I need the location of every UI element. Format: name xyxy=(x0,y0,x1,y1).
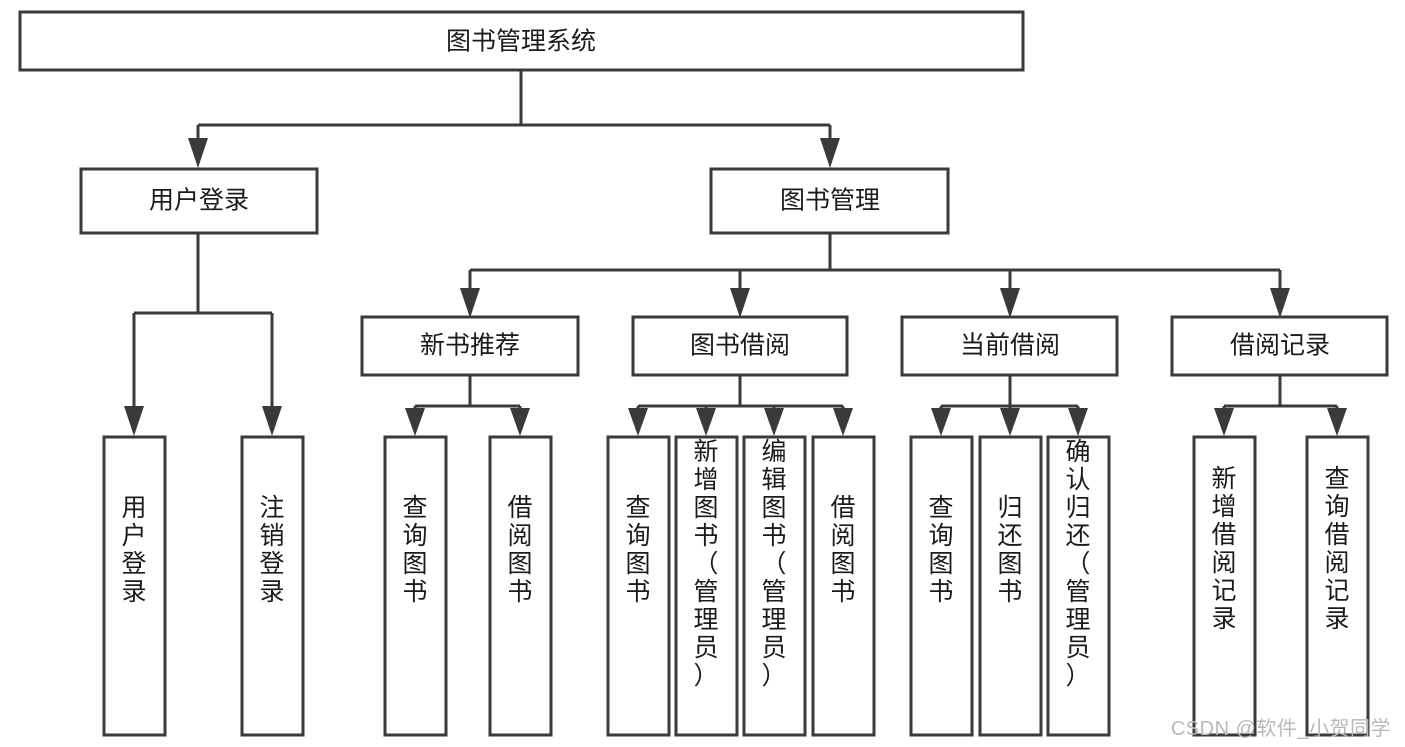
node-leaf-add-record-label: 新增借阅记录 xyxy=(1211,465,1236,633)
arrow-head-leaf-logout xyxy=(262,406,282,436)
arrow-head-borrow-record xyxy=(1270,288,1290,318)
arrow-head-leaf-user-login xyxy=(124,406,144,436)
arrow-head-leaf-query-book-1 xyxy=(405,408,425,436)
connector-group-user-login xyxy=(124,233,282,436)
arrow-head-leaf-query-book-2 xyxy=(628,408,648,436)
connector-group-new-book-recommend xyxy=(405,375,530,436)
node-book-borrow[interactable]: 图书借阅 xyxy=(631,315,849,377)
node-leaf-add-book[interactable]: 新增图书（管理员） xyxy=(674,435,739,737)
node-leaf-query-record[interactable]: 查询借阅记录 xyxy=(1305,435,1370,737)
node-borrow-record-box[interactable] xyxy=(1170,315,1389,377)
node-leaf-query-book-1-box[interactable] xyxy=(383,435,448,737)
connector-group-book-manage xyxy=(460,233,1290,318)
node-new-book-recommend-box[interactable] xyxy=(360,315,580,377)
arrow-head-book-manage xyxy=(820,138,840,168)
node-current-borrow-box[interactable] xyxy=(900,315,1119,377)
arrow-head-leaf-confirm-return xyxy=(1068,408,1088,436)
node-current-borrow[interactable]: 当前借阅 xyxy=(900,315,1119,377)
arrow-head-user-login xyxy=(188,138,208,168)
node-leaf-query-record-box[interactable] xyxy=(1305,435,1370,737)
node-user-login-label: 用户登录 xyxy=(149,187,249,215)
node-new-book-recommend[interactable]: 新书推荐 xyxy=(360,315,580,377)
node-leaf-logout-label: 注销登录 xyxy=(259,494,284,606)
node-leaf-borrow-book-1-label: 借阅图书 xyxy=(507,494,532,606)
node-leaf-borrow-book-2-box[interactable] xyxy=(811,435,876,737)
node-borrow-record-label: 借阅记录 xyxy=(1230,332,1330,360)
arrow-head-leaf-borrow-book-2 xyxy=(833,408,853,436)
node-book-manage-box[interactable] xyxy=(709,167,950,235)
node-leaf-query-book-3-label: 查询图书 xyxy=(928,494,953,606)
node-leaf-user-login-box[interactable] xyxy=(102,435,167,737)
node-leaf-add-book-label: 新增图书（管理员） xyxy=(693,438,718,690)
node-book-manage[interactable]: 图书管理 xyxy=(709,167,950,235)
node-leaf-add-record[interactable]: 新增借阅记录 xyxy=(1192,435,1257,737)
arrow-head-book-borrow xyxy=(730,288,750,318)
node-leaf-query-record-label: 查询借阅记录 xyxy=(1324,465,1349,633)
arrow-head-leaf-return-book xyxy=(1000,408,1020,436)
node-leaf-logout-box[interactable] xyxy=(240,435,305,737)
node-book-manage-label: 图书管理 xyxy=(780,187,880,215)
node-root-label: 图书管理系统 xyxy=(446,28,596,56)
node-leaf-return-book-box[interactable] xyxy=(978,435,1043,737)
node-leaf-query-book-2[interactable]: 查询图书 xyxy=(606,435,671,737)
node-leaf-query-book-1-label: 查询图书 xyxy=(402,494,427,606)
node-leaf-borrow-book-2[interactable]: 借阅图书 xyxy=(811,435,876,737)
node-root-box[interactable] xyxy=(18,10,1025,72)
node-leaf-query-book-3[interactable]: 查询图书 xyxy=(909,435,974,737)
node-borrow-record[interactable]: 借阅记录 xyxy=(1170,315,1389,377)
node-leaf-edit-book-box[interactable] xyxy=(742,435,807,737)
node-leaf-query-book-2-label: 查询图书 xyxy=(625,494,650,606)
node-current-borrow-label: 当前借阅 xyxy=(960,332,1060,360)
connector-group-book-borrow xyxy=(628,375,853,436)
node-new-book-recommend-label: 新书推荐 xyxy=(420,332,520,360)
node-leaf-query-book-3-box[interactable] xyxy=(909,435,974,737)
node-leaf-confirm-return-label: 确认归还（管理员） xyxy=(1065,438,1090,690)
node-leaf-return-book-label: 归还图书 xyxy=(997,494,1022,606)
node-leaf-query-book-2-box[interactable] xyxy=(606,435,671,737)
arrow-head-new-book-recommend xyxy=(460,288,480,318)
arrow-head-leaf-query-record xyxy=(1327,408,1347,436)
node-leaf-borrow-book-1-box[interactable] xyxy=(488,435,553,737)
arrow-head-leaf-borrow-book-1 xyxy=(510,408,530,436)
arrow-head-leaf-query-book-3 xyxy=(931,408,951,436)
node-user-login[interactable]: 用户登录 xyxy=(79,167,319,235)
node-leaf-return-book[interactable]: 归还图书 xyxy=(978,435,1043,737)
arrow-head-leaf-add-record xyxy=(1214,408,1234,436)
connector-group-borrow-record xyxy=(1214,375,1347,436)
arrow-head-leaf-edit-book xyxy=(764,408,784,436)
node-root[interactable]: 图书管理系统 xyxy=(18,10,1025,72)
arrow-head-leaf-add-book xyxy=(696,408,716,436)
node-leaf-borrow-book-2-label: 借阅图书 xyxy=(830,494,855,606)
node-leaf-add-book-box[interactable] xyxy=(674,435,739,737)
node-leaf-edit-book[interactable]: 编辑图书（管理员） xyxy=(742,435,807,737)
node-leaf-add-record-box[interactable] xyxy=(1192,435,1257,737)
node-book-borrow-box[interactable] xyxy=(631,315,849,377)
node-leaf-borrow-book-1[interactable]: 借阅图书 xyxy=(488,435,553,737)
node-leaf-logout[interactable]: 注销登录 xyxy=(240,435,305,737)
arrow-head-current-borrow xyxy=(1000,288,1020,318)
node-user-login-box[interactable] xyxy=(79,167,319,235)
connector-group-root xyxy=(188,70,840,168)
node-book-borrow-label: 图书借阅 xyxy=(690,332,790,360)
node-leaf-query-book-1[interactable]: 查询图书 xyxy=(383,435,448,737)
node-leaf-edit-book-label: 编辑图书（管理员） xyxy=(761,438,786,690)
node-leaf-confirm-return[interactable]: 确认归还（管理员） xyxy=(1046,435,1111,737)
node-leaf-confirm-return-box[interactable] xyxy=(1046,435,1111,737)
node-leaf-user-login-label: 用户登录 xyxy=(121,494,146,606)
connector-group-current-borrow xyxy=(931,375,1088,436)
node-leaf-user-login[interactable]: 用户登录 xyxy=(102,435,167,737)
